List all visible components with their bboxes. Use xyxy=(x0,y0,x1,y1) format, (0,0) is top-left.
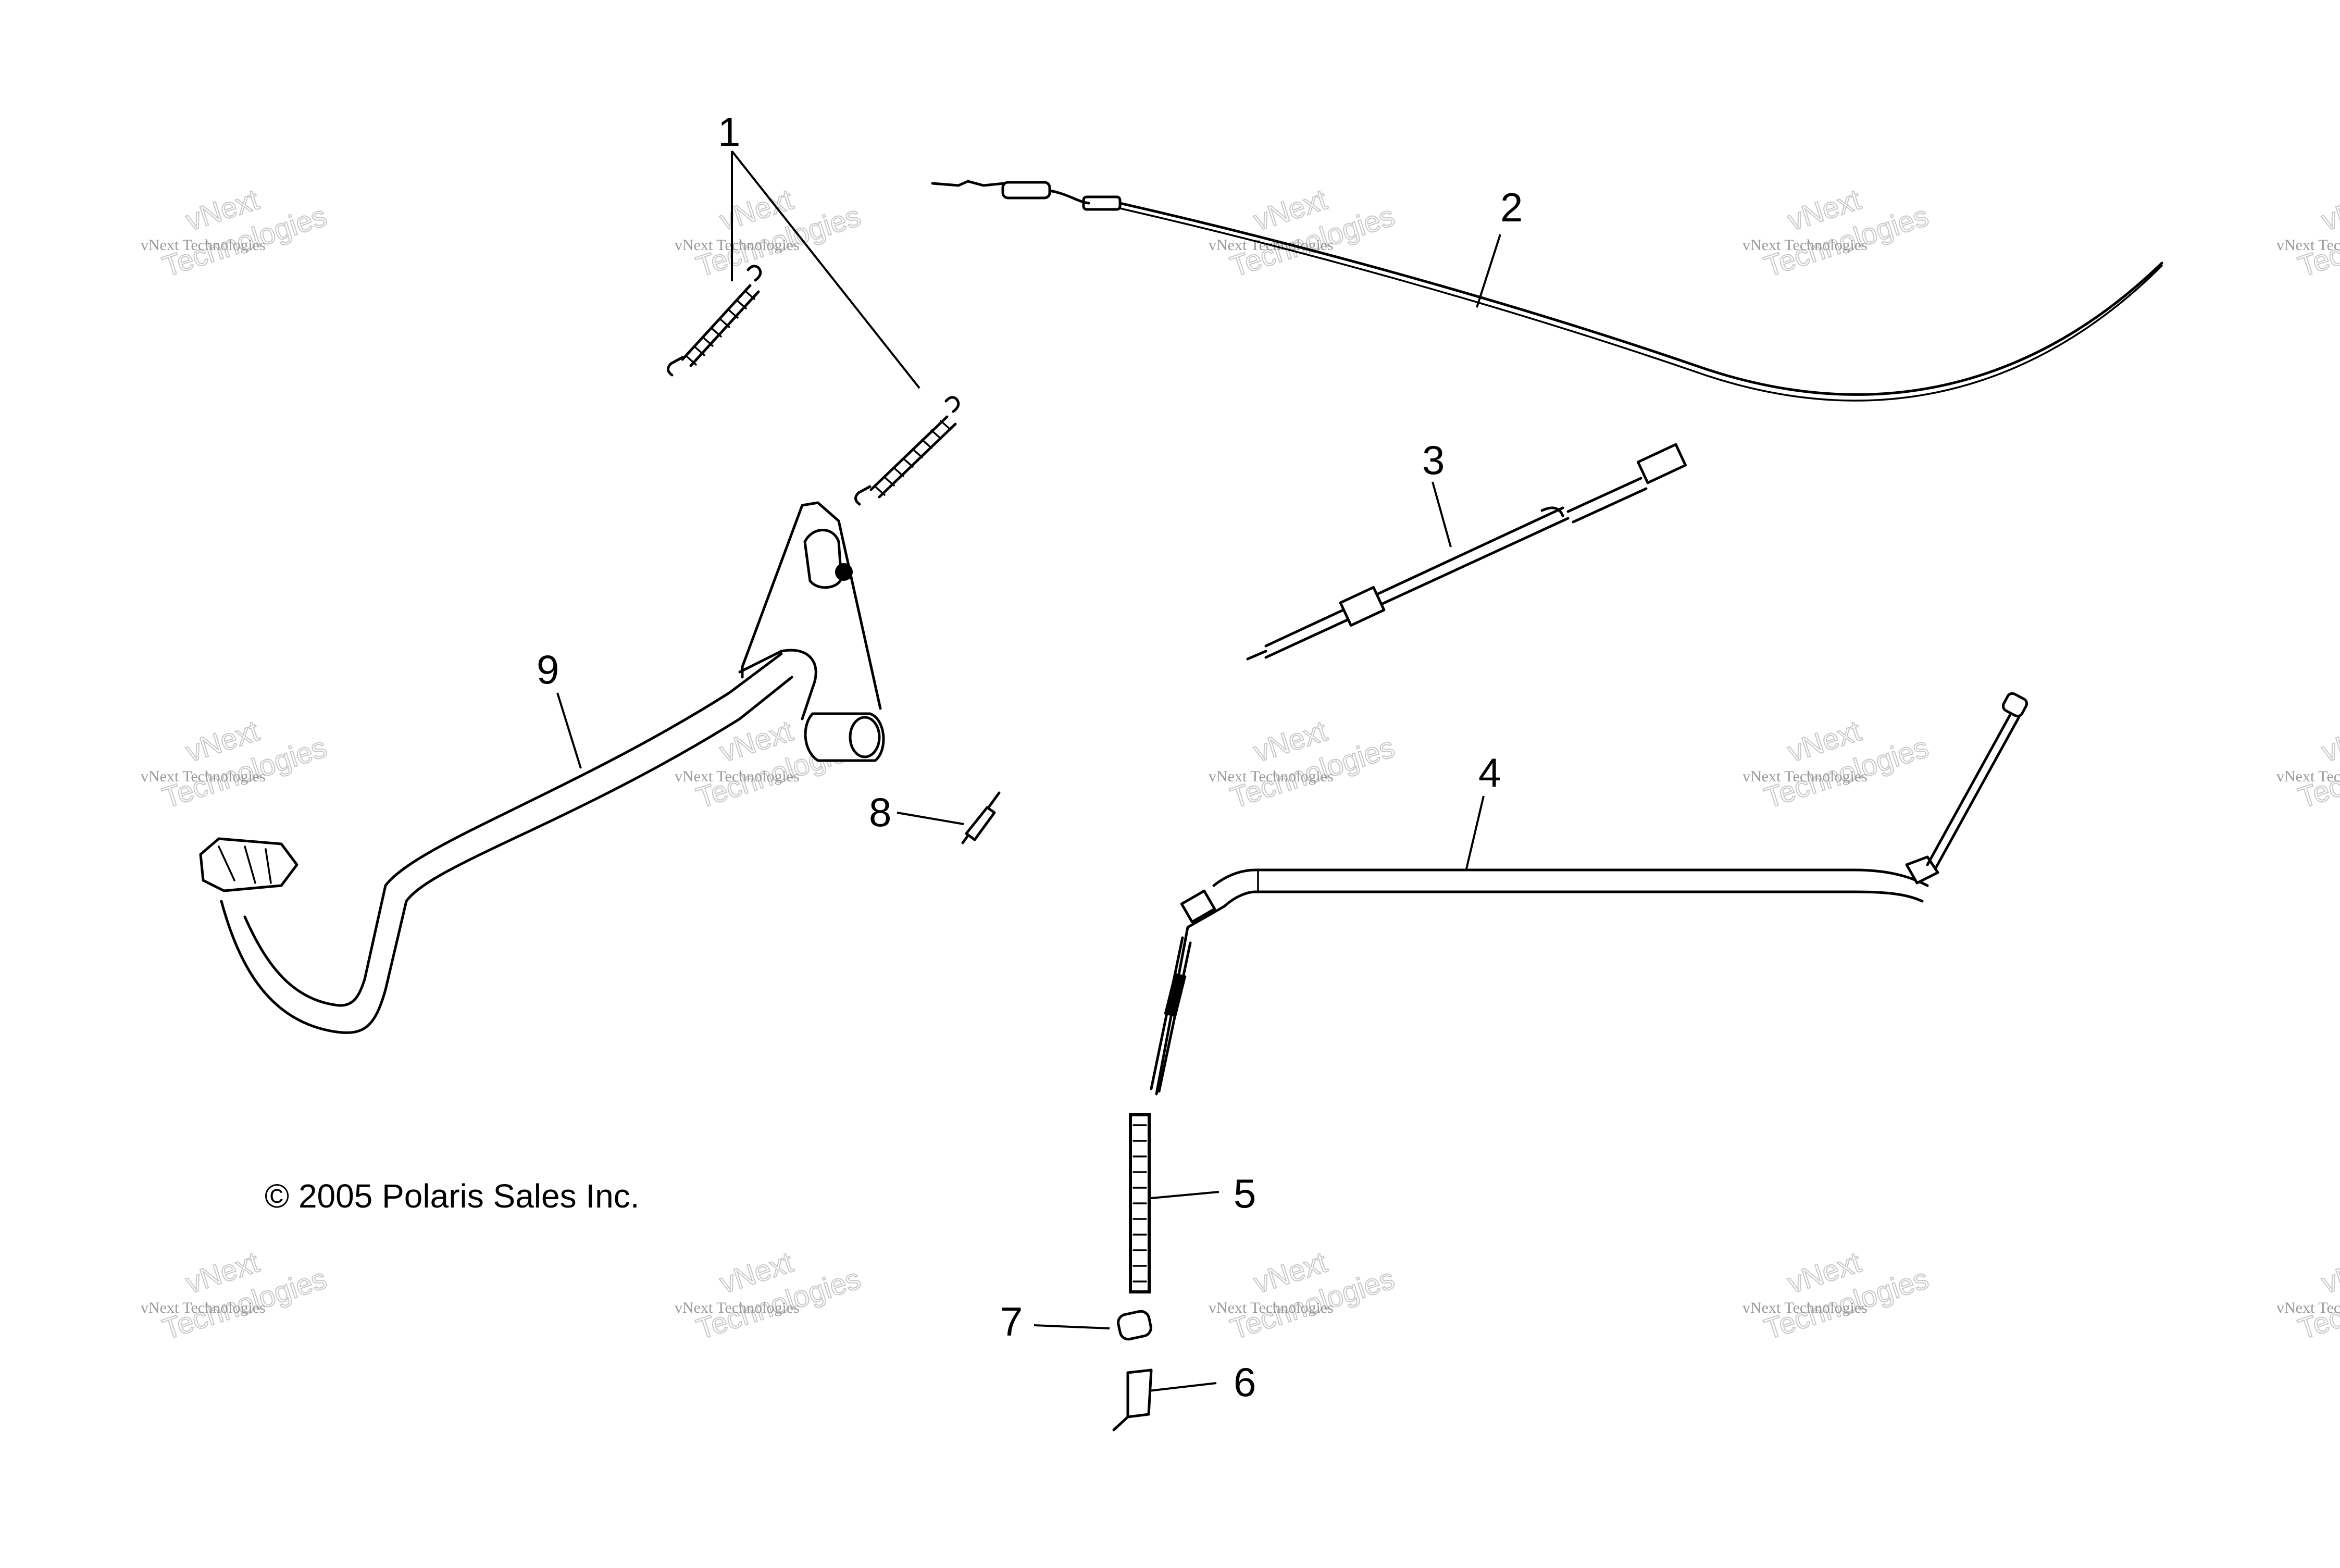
part-1-springs xyxy=(667,150,960,506)
watermark-caption: vNext Technologies xyxy=(1742,1299,1868,1316)
watermark-caption: vNext Technologies xyxy=(141,237,266,254)
part-5-boot xyxy=(1129,1113,1219,1293)
part-9-brake-pedal xyxy=(199,501,885,1034)
part-7-bushing xyxy=(1034,1310,1152,1341)
watermark-caption: vNext Technologies xyxy=(675,237,800,254)
callout-5: 5 xyxy=(1234,1171,1256,1216)
callout-4: 4 xyxy=(1478,750,1501,795)
watermark-line1: vNext xyxy=(2318,183,2340,237)
callout-2: 2 xyxy=(1500,184,1523,230)
watermark-caption: vNext Technologies xyxy=(141,1299,266,1316)
watermark-caption: vNext Technologies xyxy=(1742,237,1868,254)
part-3-rod xyxy=(1246,443,1687,661)
watermark-caption: vNext Technologies xyxy=(1742,768,1868,785)
watermark-caption: vNext Technologies xyxy=(2276,768,2340,785)
copyright-notice: © 2005 Polaris Sales Inc. xyxy=(265,1177,640,1215)
spring-upper xyxy=(667,265,762,377)
part-8-pin xyxy=(897,791,1001,844)
callout-3: 3 xyxy=(1422,437,1445,483)
part-6-fitting xyxy=(1112,1368,1217,1432)
spring-lower xyxy=(854,396,960,506)
watermark-caption: vNext Technologies xyxy=(1209,768,1334,785)
watermark-caption: vNext Technologies xyxy=(2276,1299,2340,1316)
callout-9: 9 xyxy=(537,646,559,692)
callout-labels: 1 2 3 4 5 6 7 8 9 xyxy=(537,109,1523,1405)
watermark-caption: vNext Technologies xyxy=(675,1299,800,1316)
watermark-line1: vNext xyxy=(2318,714,2340,768)
watermark-caption: vNext Technologies xyxy=(1209,1299,1334,1316)
callout-7: 7 xyxy=(1000,1299,1023,1345)
callout-8: 8 xyxy=(869,789,891,835)
callout-6: 6 xyxy=(1234,1359,1256,1405)
watermark-caption: vNext Technologies xyxy=(2276,237,2340,254)
watermark-caption: vNext Technologies xyxy=(141,768,266,785)
callout-1: 1 xyxy=(718,109,740,155)
watermark-line1: vNext xyxy=(2318,1246,2340,1300)
watermark-caption: vNext Technologies xyxy=(675,768,800,785)
part-4-brake-cable xyxy=(1150,692,2028,1096)
part-2-cable xyxy=(931,180,2163,402)
